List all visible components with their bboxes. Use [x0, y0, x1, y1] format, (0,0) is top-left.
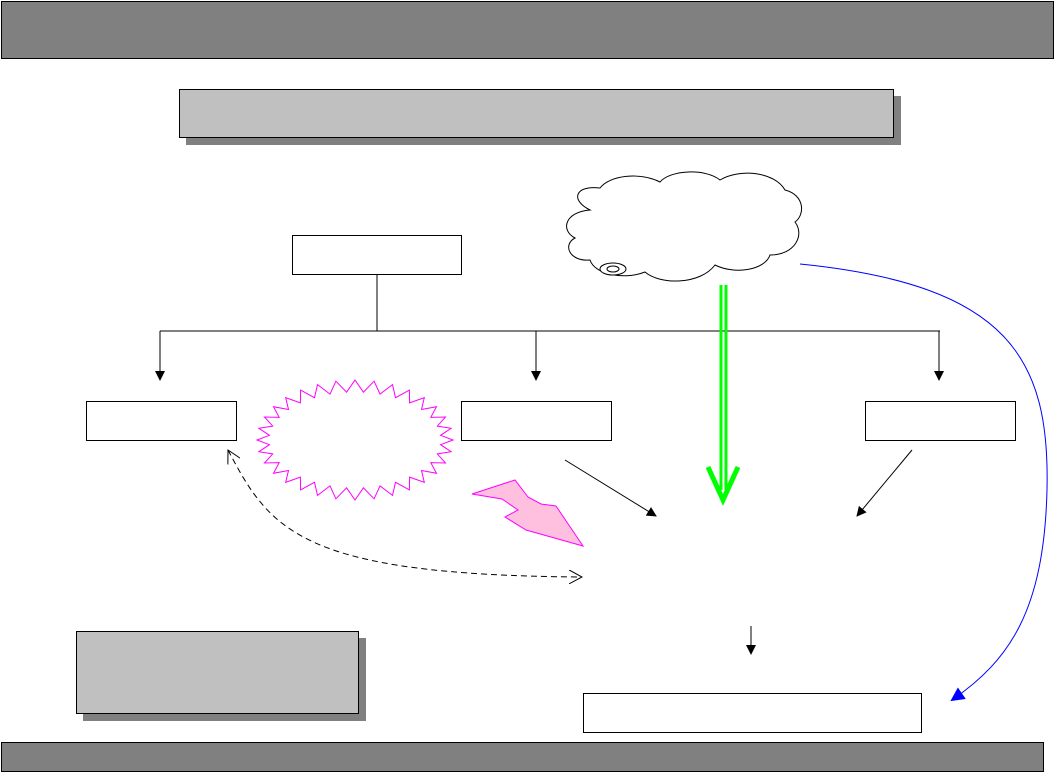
cloud-label	[585, 190, 790, 260]
subtitle-panel	[179, 89, 894, 138]
node-center	[655, 520, 855, 620]
cloud-shape	[566, 171, 803, 282]
arrow-middle-to-center	[564, 459, 657, 517]
burst-label	[285, 405, 425, 475]
node-left	[86, 401, 237, 441]
green-arrow	[705, 285, 741, 507]
footer-bar	[1, 742, 1044, 772]
note-panel	[76, 631, 359, 714]
burst-shape	[255, 379, 455, 501]
node-top	[292, 235, 462, 275]
blue-curve-arrow	[799, 263, 1048, 702]
dashed-curve-arrow	[228, 450, 582, 577]
header-bar	[1, 1, 1054, 59]
lightning-shape	[471, 479, 585, 547]
node-right	[865, 401, 1016, 441]
arrow-right-to-center	[856, 449, 913, 517]
node-middle	[461, 401, 612, 441]
node-bottom	[583, 693, 922, 733]
